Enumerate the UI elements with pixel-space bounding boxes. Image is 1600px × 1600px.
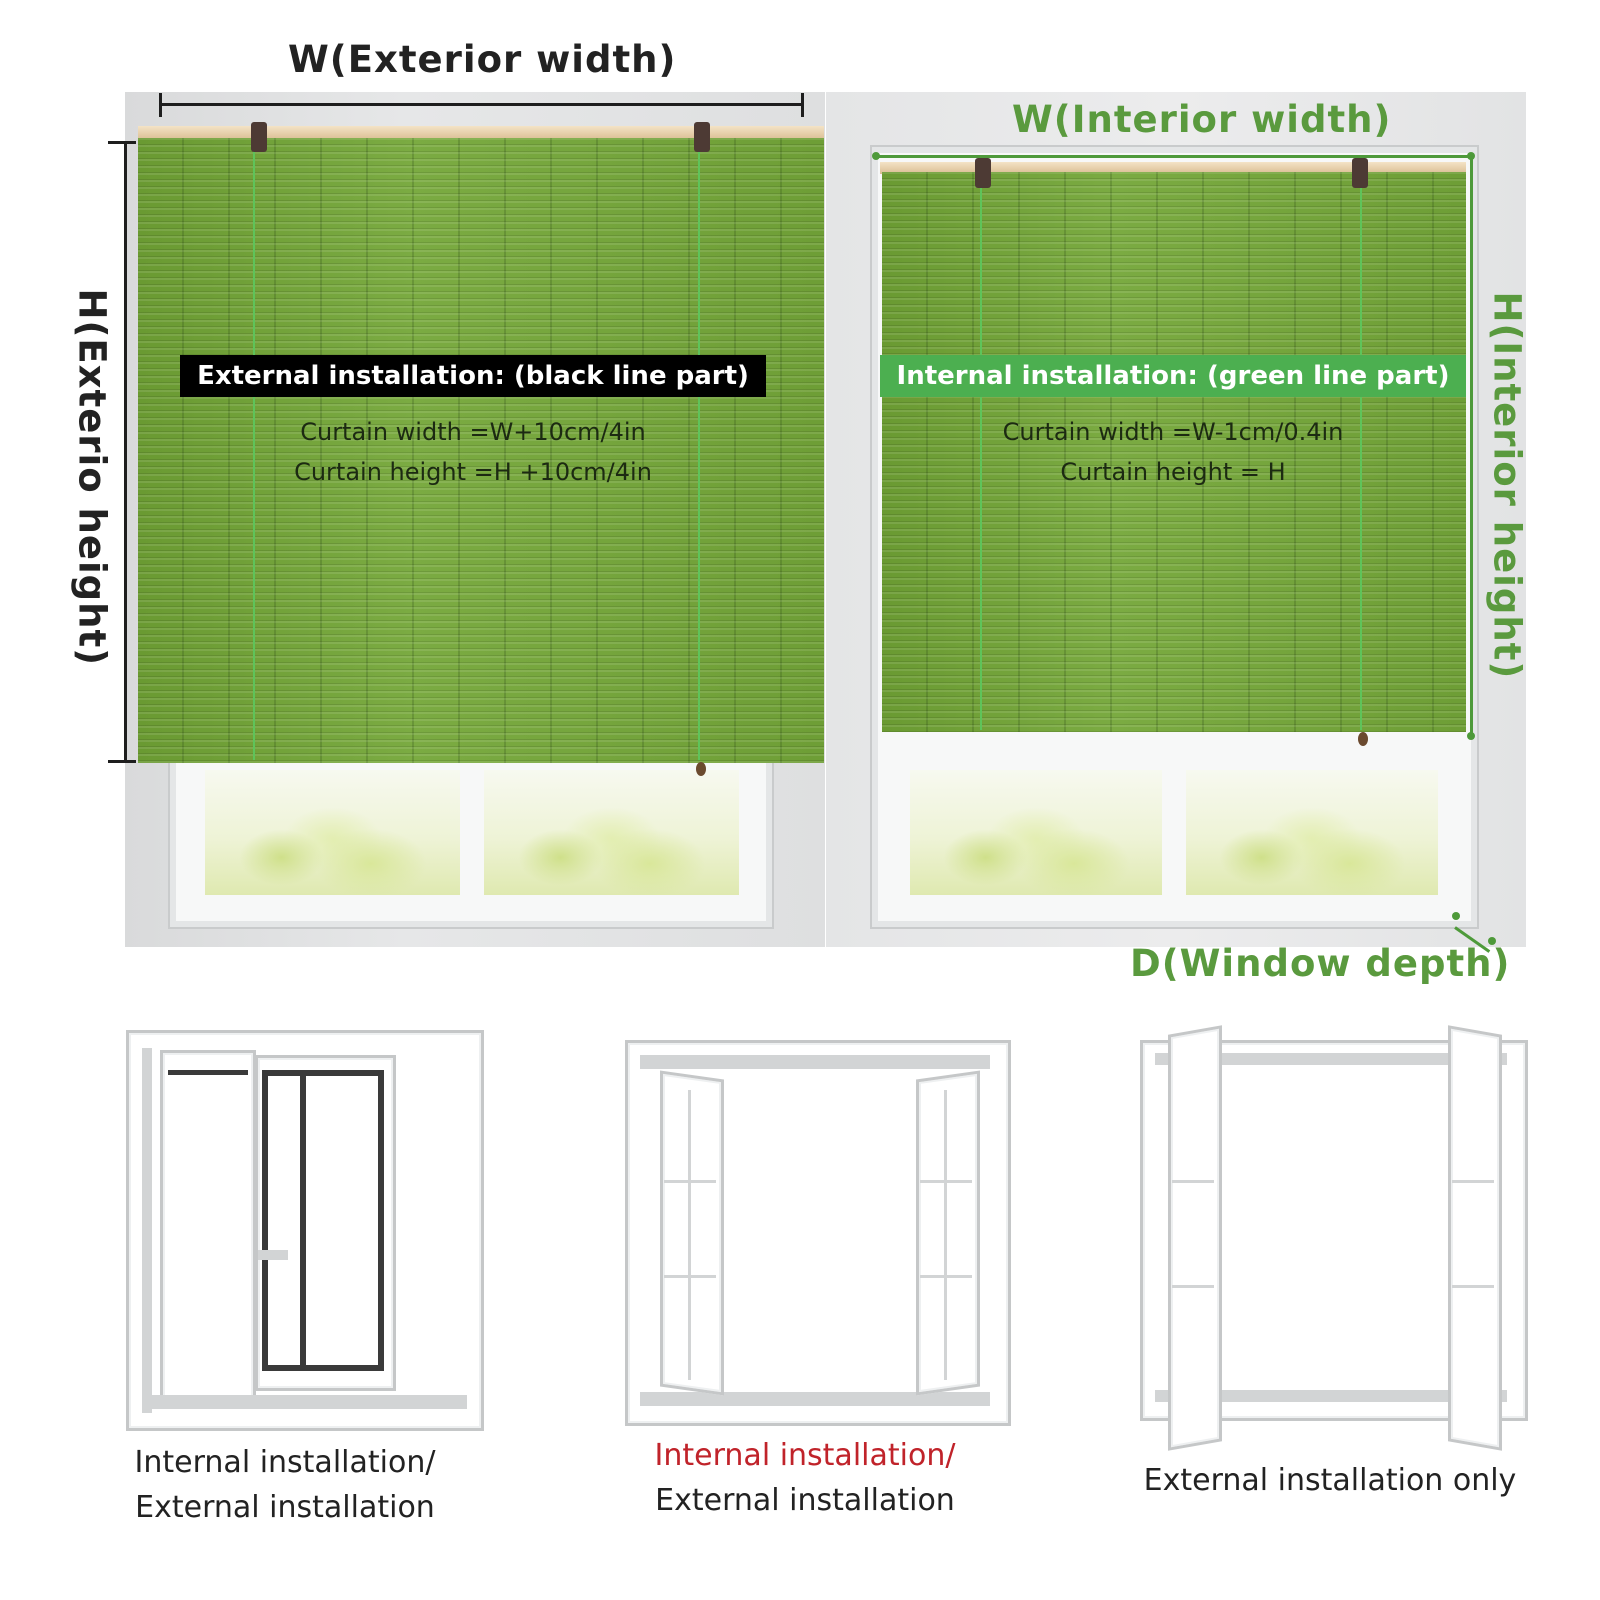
interior-height-dimension-line [1470,156,1473,736]
interior-width-label: W(Interior width) [1012,98,1392,141]
sliding-window-handle [258,1250,288,1260]
exterior-window-pane-left [205,770,460,895]
sliding-window-dark-frame-right [378,1070,384,1370]
interior-wood-rail [880,162,1466,174]
exterior-height-tick-bottom [108,760,136,763]
interior-height-dot-bottom [1467,732,1475,740]
interior-installation-banner: Internal installation: (green line part) [880,355,1466,397]
interior-height-label: H(Interior height) [1485,291,1529,680]
exterior-curtain-height-formula: Curtain height =H +10cm/4in [294,458,652,486]
interior-window-pane-left [910,770,1162,895]
interior-cord-bead-icon [1358,732,1368,746]
outward-window-sash-left-rail-2 [1172,1285,1214,1288]
interior-depth-dot-left [1452,912,1460,920]
interior-cord-left [980,185,982,730]
exterior-width-tick-right [801,93,804,117]
casement-window-sash-left-mullion [688,1090,691,1380]
sliding-window-sash-right [255,1055,396,1391]
outward-window-sash-left [1168,1025,1222,1451]
sliding-window-dark-frame-mid [300,1070,306,1370]
casement-window-top-bar [640,1055,990,1069]
window-1-caption-line-2: External installation [135,1490,435,1525]
exterior-installation-banner: External installation: (black line part) [180,355,766,397]
outward-window-bottom-bar [1155,1390,1507,1402]
window-3-caption: External installation only [1143,1463,1517,1498]
exterior-hook-left-icon [251,122,267,152]
exterior-width-dimension-line [160,103,803,106]
interior-depth-dot-right [1488,937,1496,945]
casement-window-sash-left [660,1070,724,1396]
interior-hook-left-icon [975,158,991,188]
exterior-curtain-width-formula: Curtain width =W+10cm/4in [300,418,646,446]
exterior-width-label: W(Exterior width) [288,38,677,81]
interior-curtain-width-formula: Curtain width =W-1cm/0.4in [1002,418,1344,446]
interior-curtain-height-formula: Curtain height = H [1060,458,1286,486]
sliding-window-dark-frame-left [262,1070,268,1370]
exterior-cord-left [253,150,255,760]
interior-cord-right [1360,185,1362,730]
outward-window-sash-left-rail-1 [1172,1180,1214,1183]
sliding-window-sill [142,1395,467,1409]
interior-width-dimension-line [876,155,1472,158]
outward-window-sash-right [1448,1025,1502,1451]
interior-hook-right-icon [1352,158,1368,188]
exterior-height-tick-top [108,141,136,144]
outward-window-top-bar [1155,1053,1507,1065]
sliding-window-sash-left [160,1050,256,1401]
casement-window-sash-right-mullion [944,1090,947,1380]
outward-window-sash-right-rail-2 [1452,1285,1494,1288]
casement-window-sash-left-rail-2 [664,1275,716,1278]
interior-depth-label: D(Window depth) [1130,942,1511,985]
interior-window-pane-right [1186,770,1438,895]
casement-window-bottom-bar [640,1392,990,1406]
exterior-hook-right-icon [694,122,710,152]
exterior-height-label: H(Exterio height) [70,288,114,667]
exterior-cord-right [698,150,700,760]
window-2-caption-line-1: Internal installation/ [654,1438,956,1473]
exterior-window-pane-right [484,770,739,895]
outward-window-sash-right-rail-1 [1452,1180,1494,1183]
sliding-window-dark-frame-bottom [262,1365,384,1371]
exterior-width-tick-left [159,93,162,117]
interior-width-dot-left [872,152,880,160]
exterior-wood-rail [138,126,824,140]
casement-window-sash-right-rail-1 [920,1180,972,1183]
interior-bamboo-blind [882,172,1466,732]
exterior-bamboo-blind [138,138,824,763]
casement-window-sash-left-rail-1 [664,1180,716,1183]
sliding-window-dark-frame-top [262,1070,384,1076]
sliding-window-dark-top [168,1070,248,1075]
casement-window-sash-right [916,1070,980,1396]
casement-window-sash-right-rail-2 [920,1275,972,1278]
sliding-window-inner-left [142,1048,152,1413]
exterior-height-dimension-line [124,142,127,762]
exterior-cord-bead-icon [696,762,706,776]
window-1-caption-line-1: Internal installation/ [134,1445,436,1480]
window-2-caption-line-2: External installation [655,1483,955,1518]
